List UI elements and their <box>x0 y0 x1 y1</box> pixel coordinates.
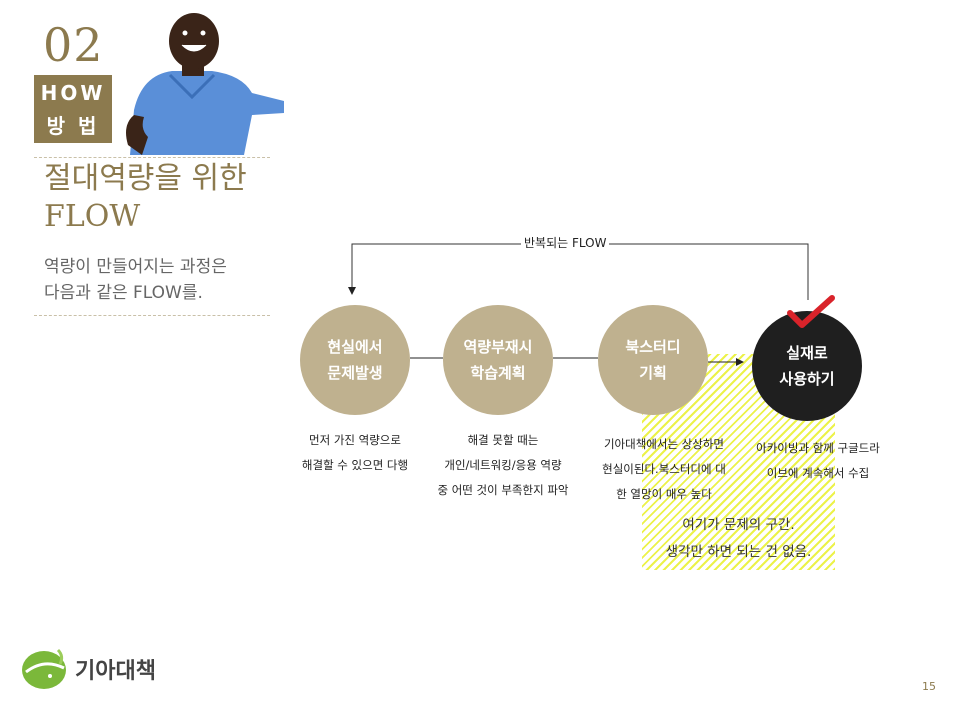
problem-zone-note: 여기가 문제의 구간. 생각만 하면 되는 건 없음. <box>642 512 835 566</box>
step-1-description: 먼저 가진 역량으로 해결할 수 있으면 다행 <box>285 428 425 478</box>
step-2-desc-line: 해결 못할 때는 <box>467 433 539 447</box>
child-photo <box>112 5 285 155</box>
step-3-line-1: 북스터디 <box>625 338 681 356</box>
subtitle-line-1: 역량이 만들어지는 과정은 <box>44 257 227 277</box>
how-label-ko: 방 법 <box>46 114 100 138</box>
step-3-desc-line: 한 열망이 매우 높다 <box>616 487 712 501</box>
step-2-line-2: 학습계획 <box>470 364 526 382</box>
step-3-desc-line: 기아대책에서는 상상하면 <box>603 437 725 451</box>
step-4-line-1: 실재로 <box>786 344 828 362</box>
page-number: 15 <box>922 680 936 693</box>
checkmark-icon <box>787 295 835 328</box>
step-1-line-1: 현실에서 <box>327 338 383 356</box>
note-line-1: 여기가 문제의 구간. <box>682 517 795 533</box>
step-4-desc-line: 이브에 계속해서 수집 <box>766 466 870 480</box>
loop-label: 반복되는 FLOW <box>521 234 610 251</box>
note-line-2: 생각만 하면 되는 건 없음. <box>665 544 812 560</box>
step-2-line-1: 역량부재시 <box>463 338 533 356</box>
step-3-line-2: 기획 <box>639 364 667 382</box>
step-4-circle: 실재로 사용하기 <box>752 311 862 421</box>
step-3-desc-line: 현실이된다.북스터디에 대 <box>602 462 726 476</box>
logo-icon <box>22 648 66 689</box>
step-4-desc-line: 아카이빙과 함께 구글드라 <box>756 441 880 455</box>
step-2-circle: 역량부재시 학습계획 <box>443 305 553 415</box>
subtitle-line-2: 다음과 같은 FLOW를. <box>44 283 203 303</box>
how-label-en: HOW <box>40 81 106 105</box>
step-1-line-2: 문제발생 <box>327 364 383 382</box>
step-2-desc-line: 중 어떤 것이 부족한지 파악 <box>437 483 569 497</box>
title-line-2: FLOW <box>44 199 141 234</box>
step-1-circle: 현실에서 문제발생 <box>300 305 410 415</box>
step-1-desc-line: 해결할 수 있으면 다행 <box>301 458 409 472</box>
step-2-description: 해결 못할 때는 개인/네트워킹/응용 역량 중 어떤 것이 부족한지 파악 <box>420 428 586 503</box>
step-1-desc-line: 먼저 가진 역량으로 <box>309 433 401 447</box>
step-3-description: 기아대책에서는 상상하면 현실이된다.북스터디에 대 한 열망이 매우 높다 <box>588 432 740 507</box>
section-number: 02 <box>43 18 104 72</box>
step-3-circle: 북스터디 기획 <box>598 305 708 415</box>
title-line-1: 절대역량을 위한 <box>44 161 247 196</box>
divider-top <box>34 157 270 158</box>
loop-arrow <box>348 243 809 300</box>
step-4-description: 아카이빙과 함께 구글드라 이브에 계속해서 수집 <box>738 436 898 486</box>
page-title: 절대역량을 위한 FLOW <box>44 160 247 236</box>
logo-text: 기아대책 <box>75 659 156 684</box>
step-2-desc-line: 개인/네트워킹/응용 역량 <box>444 458 562 472</box>
divider-bottom <box>34 315 270 316</box>
how-badge: HOW 방 법 <box>34 75 112 143</box>
step-4-line-2: 사용하기 <box>779 370 835 388</box>
page-subtitle: 역량이 만들어지는 과정은 다음과 같은 FLOW를. <box>44 254 227 306</box>
